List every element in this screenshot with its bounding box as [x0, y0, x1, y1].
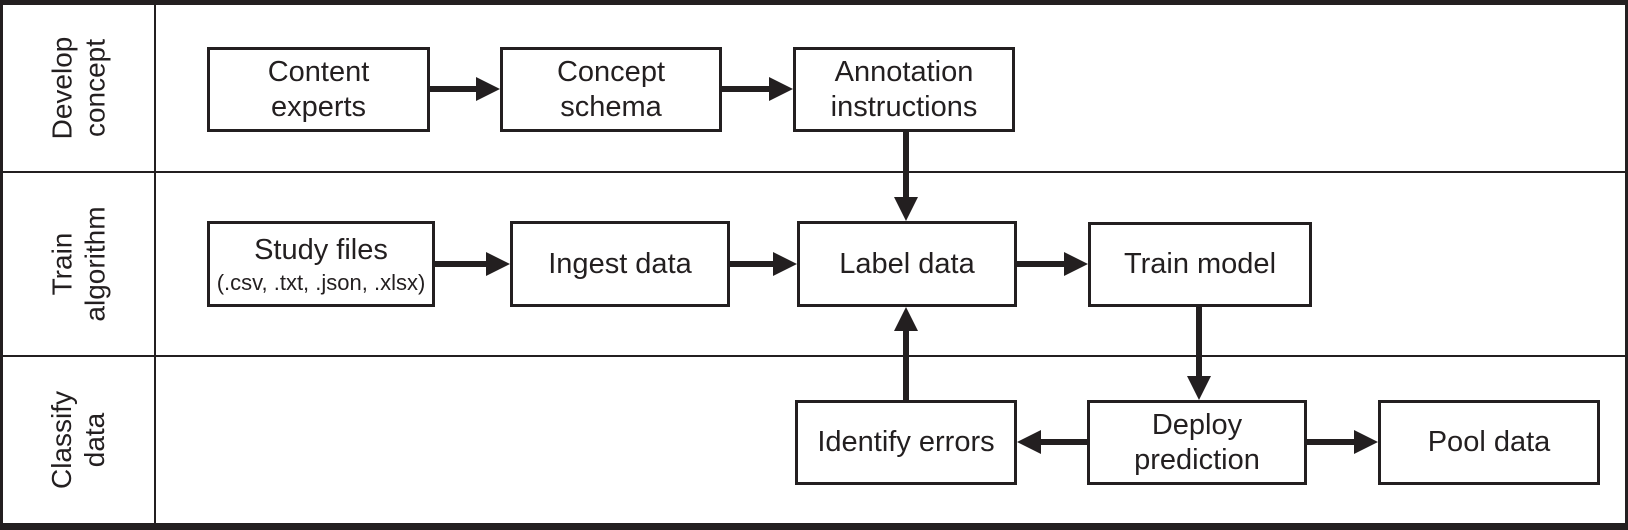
node-study-files: Study files (.csv, .txt, .json, .xlsx) [207, 221, 435, 307]
node-pool-data: Pool data [1378, 400, 1600, 485]
lane-label-train-algorithm: Train algorithm [3, 173, 154, 355]
node-content-experts: Content experts [207, 47, 430, 132]
node-annotation-instructions: Annotation instructions [793, 47, 1015, 132]
frame-right-border [1625, 0, 1628, 530]
arrowhead-right-icon [476, 77, 500, 101]
arrow-stem [1196, 307, 1202, 376]
frame-top-border [0, 0, 1628, 5]
arrow-stem [435, 261, 486, 267]
arrowhead-left-icon [1017, 430, 1041, 454]
lane-label-line: concept [79, 38, 111, 138]
arrow-stem [1041, 439, 1087, 445]
arrowhead-right-icon [769, 77, 793, 101]
arrow-stem [1017, 261, 1064, 267]
lane-divider-1 [0, 171, 1628, 173]
lane-label-develop-concept: Develop concept [3, 5, 154, 171]
node-identify-errors: Identify errors [795, 400, 1017, 485]
node-label-line: Ingest data [548, 247, 692, 280]
arrowhead-down-icon [1187, 376, 1211, 400]
frame-bottom-border [0, 523, 1628, 530]
lane-label-line: Classify [46, 390, 78, 490]
arrow-stem [730, 261, 773, 267]
lane-label-line: Train [46, 232, 78, 296]
node-label-line: Train model [1123, 248, 1277, 280]
node-label-line: Content [267, 55, 370, 88]
node-label-line: Label data [839, 247, 975, 280]
node-label-line: Pool data [1427, 426, 1551, 458]
node-label-line: Identify errors [817, 426, 995, 458]
arrowhead-right-icon [1354, 430, 1378, 454]
node-label-line: Annotation [834, 55, 974, 88]
arrow-stem [903, 132, 909, 197]
arrowhead-right-icon [1064, 252, 1088, 276]
frame-left-border [0, 0, 3, 530]
node-label-data: Label data [797, 221, 1017, 307]
arrowhead-right-icon [486, 252, 510, 276]
lane-label-line: Develop [46, 36, 78, 140]
node-label-line: experts [270, 90, 367, 123]
arrowhead-down-icon [894, 197, 918, 221]
node-ingest-data: Ingest data [510, 221, 730, 307]
arrow-stem [1307, 439, 1354, 445]
node-label-line: Study files [254, 233, 388, 266]
arrow-stem [430, 86, 476, 92]
node-label-line: instructions [830, 90, 978, 123]
lane-label-line: data [79, 412, 111, 468]
lane-label-classify-data: Classify data [3, 357, 154, 523]
lane-divider-2 [0, 355, 1628, 357]
node-label-line: Deploy [1151, 408, 1243, 441]
node-train-model: Train model [1088, 222, 1312, 307]
label-column-divider [154, 0, 156, 530]
node-label-line: schema [560, 90, 662, 123]
arrowhead-up-icon [894, 307, 918, 331]
node-label-line: prediction [1134, 443, 1260, 476]
arrow-stem [903, 331, 909, 400]
arrow-stem [722, 86, 769, 92]
arrowhead-right-icon [773, 252, 797, 276]
node-deploy-prediction: Deploy prediction [1087, 400, 1307, 485]
lane-label-line: algorithm [79, 206, 111, 322]
node-caption: (.csv, .txt, .json, .xlsx) [216, 269, 426, 295]
node-concept-schema: Concept schema [500, 47, 722, 132]
node-label-line: Concept [556, 55, 665, 88]
